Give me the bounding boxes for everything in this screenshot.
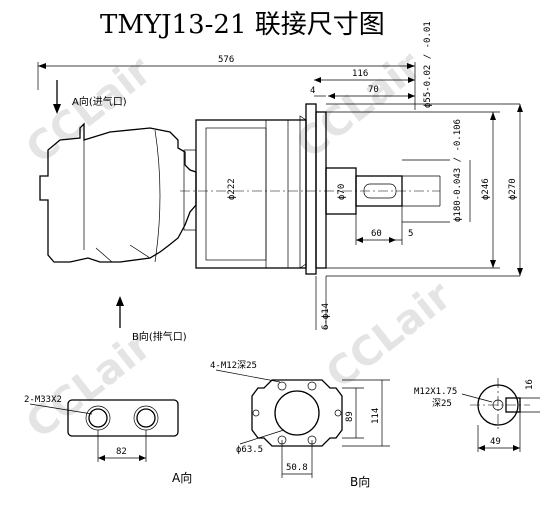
dim-bolt-246: ϕ246 bbox=[481, 178, 491, 200]
dim-a-thread: 2-M33X2 bbox=[24, 395, 62, 405]
shaft-end-view: M12X1.75 深25 16 49 bbox=[414, 378, 540, 452]
label-b-view: B向 bbox=[350, 474, 370, 489]
dim-b-50-8: 50.8 bbox=[286, 463, 308, 473]
a-view: 2-M33X2 82 A向 bbox=[24, 395, 192, 485]
dim-end-depth: 深25 bbox=[432, 398, 452, 409]
dim-flange-thk: 4 bbox=[310, 86, 315, 96]
dim-end-49: 49 bbox=[490, 437, 501, 447]
watermark-2: CCLair bbox=[288, 42, 431, 167]
watermark-4: CCLair bbox=[318, 272, 461, 397]
dim-key-60: 60 bbox=[371, 229, 382, 239]
label-a-inlet: A向(进气口) bbox=[72, 95, 127, 108]
dim-shaft-70: ϕ70 bbox=[337, 184, 347, 200]
dim-key-5: 5 bbox=[408, 229, 413, 239]
dim-b-89: 89 bbox=[345, 411, 355, 422]
drawing-title: TMYJ13-21 联接尺寸图 bbox=[100, 10, 385, 40]
dim-key-width: 16 bbox=[525, 379, 535, 390]
dim-shaft-length: 70 bbox=[368, 85, 379, 95]
dim-pcd-222: ϕ222 bbox=[227, 178, 237, 200]
dim-end-thread: M12X1.75 bbox=[414, 387, 457, 397]
dim-holes-6x14: 6-ϕ14 bbox=[321, 303, 331, 330]
dim-shaft-dia: ϕ55-0.02 / -0.01 bbox=[423, 21, 433, 108]
label-b-outlet: B向(排气口) bbox=[132, 330, 187, 343]
dim-b-114: 114 bbox=[371, 408, 381, 424]
dim-overall-length: 576 bbox=[218, 55, 234, 65]
b-view: 4-M12深25 89 114 ϕ63.5 50.8 B向 bbox=[210, 360, 390, 489]
dim-a-spacing: 82 bbox=[116, 447, 127, 457]
dim-flange-270: ϕ270 bbox=[508, 178, 518, 200]
dim-shaft-assembly: 116 bbox=[352, 69, 368, 79]
label-a-view: A向 bbox=[172, 470, 192, 485]
main-view: 576 116 70 4 ϕ55-0.02 / -0.01 A向(进气口) ϕ2… bbox=[37, 21, 523, 343]
dim-b-bore: ϕ63.5 bbox=[236, 445, 263, 455]
dim-pilot-180: ϕ180-0.043 / -0.106 bbox=[453, 119, 463, 222]
dim-b-thread: 4-M12深25 bbox=[210, 360, 257, 371]
